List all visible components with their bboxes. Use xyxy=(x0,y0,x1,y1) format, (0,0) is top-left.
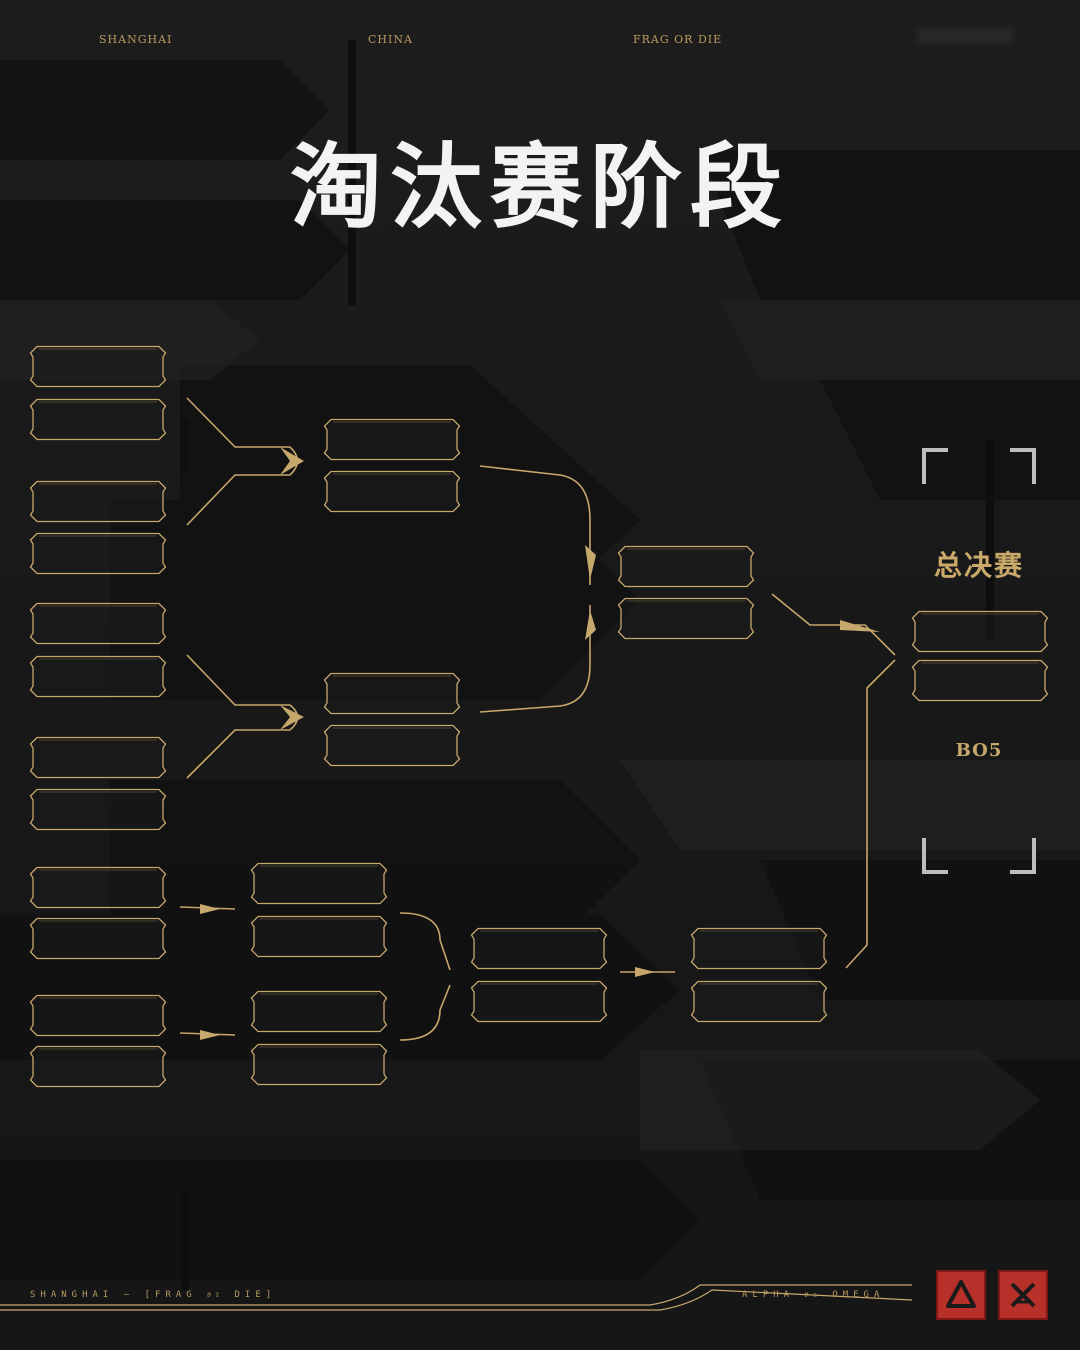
finals-format: BO5 xyxy=(955,740,1003,761)
team-slot xyxy=(29,994,167,1037)
team-slot xyxy=(29,532,167,575)
team-slot xyxy=(323,470,461,513)
team-slot xyxy=(29,788,167,831)
corner-bracket-bottom-left-icon xyxy=(920,836,952,876)
team-slot xyxy=(250,862,388,905)
team-slot xyxy=(617,597,755,640)
team-slot xyxy=(250,990,388,1033)
team-slot xyxy=(29,1045,167,1088)
corner-bracket-top-right-icon xyxy=(1006,446,1038,486)
header-right-text: FRAG OR DIE xyxy=(633,33,723,46)
team-slot xyxy=(911,659,1049,702)
team-slot xyxy=(29,480,167,523)
team-slot xyxy=(29,345,167,388)
page-title: 淘汰赛阶段 xyxy=(289,134,790,241)
team-slot xyxy=(29,398,167,441)
footer-left-text: SHANGHAI — [FRAG 𝔬𝔯 DIE] xyxy=(30,1290,277,1300)
team-slot xyxy=(690,980,828,1023)
team-slot xyxy=(250,915,388,958)
omega-logo-icon xyxy=(998,1270,1048,1320)
finals-label: 总决赛 xyxy=(933,549,1024,582)
footer-right-text: ALPHA 𝔳𝔰 OMEGA xyxy=(742,1290,885,1300)
team-slot xyxy=(690,927,828,970)
team-slot xyxy=(29,602,167,645)
team-slot xyxy=(29,736,167,779)
team-slot xyxy=(29,655,167,698)
team-slot xyxy=(323,724,461,767)
team-slot xyxy=(617,545,755,588)
team-slot xyxy=(470,927,608,970)
redacted-logo xyxy=(918,28,1013,44)
corner-bracket-top-left-icon xyxy=(920,446,952,486)
team-slot xyxy=(250,1043,388,1086)
team-slot xyxy=(29,917,167,960)
header-left-text: SHANGHAI xyxy=(99,33,173,46)
team-slot xyxy=(911,610,1049,653)
alpha-logo-icon xyxy=(936,1270,986,1320)
corner-bracket-bottom-right-icon xyxy=(1006,836,1038,876)
team-slot xyxy=(470,980,608,1023)
header-center-text: CHINA xyxy=(368,33,413,46)
team-slot xyxy=(323,418,461,461)
team-slot xyxy=(29,866,167,909)
team-slot xyxy=(323,672,461,715)
